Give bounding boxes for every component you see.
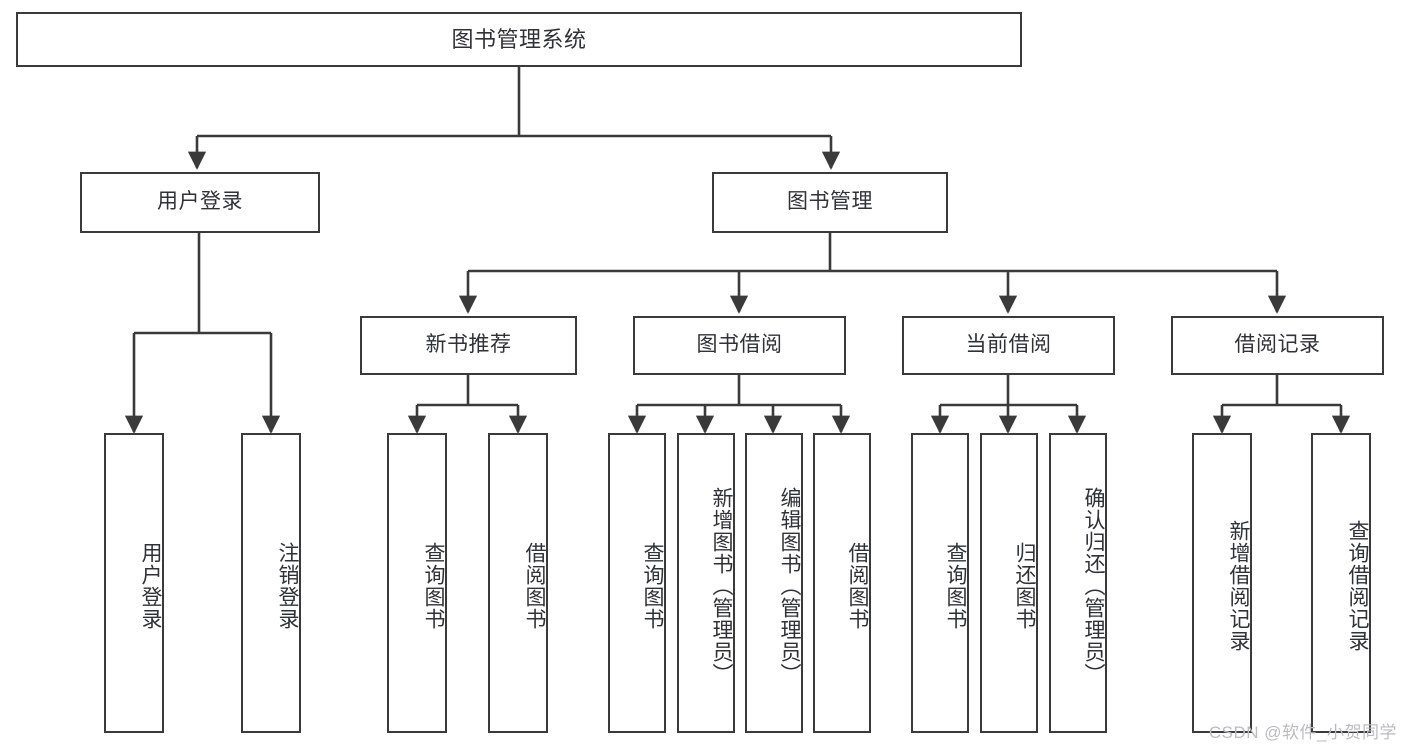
node-leaf-query-book-3[interactable]: 查询图书 <box>911 433 969 733</box>
node-leaf-borrow-book-2-label: 借阅图书 <box>846 542 869 630</box>
node-book-borrow-label: 图书借阅 <box>696 333 783 357</box>
node-root-system[interactable]: 图书管理系统 <box>16 12 1022 67</box>
csdn-watermark: CSDN @软件_小贺同学 <box>1208 723 1397 742</box>
node-leaf-query-book-2[interactable]: 查询图书 <box>608 433 666 733</box>
node-leaf-return-book[interactable]: 归还图书 <box>980 433 1038 733</box>
node-leaf-edit-book[interactable]: 编辑图书（管理员） <box>745 433 803 733</box>
node-new-book-recommend-label: 新书推荐 <box>425 333 512 357</box>
node-leaf-add-record-label: 新增借阅记录 <box>1227 520 1250 652</box>
node-leaf-query-book-1-label: 查询图书 <box>422 542 445 630</box>
node-leaf-confirm-return-label: 确认归还（管理员） <box>1082 487 1105 685</box>
node-borrow-record-label: 借阅记录 <box>1234 333 1321 357</box>
node-user-login[interactable]: 用户登录 <box>80 172 320 233</box>
node-leaf-query-record[interactable]: 查询借阅记录 <box>1311 433 1371 733</box>
node-book-management[interactable]: 图书管理 <box>712 172 948 233</box>
node-leaf-logout[interactable]: 注销登录 <box>241 433 301 733</box>
node-leaf-confirm-return[interactable]: 确认归还（管理员） <box>1049 433 1107 733</box>
node-leaf-add-record[interactable]: 新增借阅记录 <box>1192 433 1252 733</box>
node-root-system-label: 图书管理系统 <box>451 26 587 52</box>
node-leaf-edit-book-label: 编辑图书（管理员） <box>778 487 801 685</box>
node-current-borrow-label: 当前借阅 <box>965 333 1052 357</box>
node-leaf-query-book-1[interactable]: 查询图书 <box>387 433 447 733</box>
node-leaf-user-login[interactable]: 用户登录 <box>104 433 164 733</box>
node-leaf-logout-label: 注销登录 <box>276 542 299 630</box>
node-leaf-add-book[interactable]: 新增图书（管理员） <box>677 433 735 733</box>
node-leaf-query-book-3-label: 查询图书 <box>944 542 967 630</box>
node-leaf-query-record-label: 查询借阅记录 <box>1346 520 1369 652</box>
node-leaf-user-login-label: 用户登录 <box>139 542 162 630</box>
node-current-borrow[interactable]: 当前借阅 <box>902 316 1115 375</box>
node-leaf-return-book-label: 归还图书 <box>1013 542 1036 630</box>
node-user-login-label: 用户登录 <box>157 190 243 214</box>
node-leaf-borrow-book-2[interactable]: 借阅图书 <box>813 433 871 733</box>
node-book-management-label: 图书管理 <box>787 190 873 214</box>
node-leaf-borrow-book-1-label: 借阅图书 <box>523 542 546 630</box>
node-book-borrow[interactable]: 图书借阅 <box>633 316 846 375</box>
node-leaf-add-book-label: 新增图书（管理员） <box>710 487 733 685</box>
node-borrow-record[interactable]: 借阅记录 <box>1171 316 1384 375</box>
node-new-book-recommend[interactable]: 新书推荐 <box>360 316 577 375</box>
node-leaf-borrow-book-1[interactable]: 借阅图书 <box>488 433 548 733</box>
node-leaf-query-book-2-label: 查询图书 <box>641 542 664 630</box>
